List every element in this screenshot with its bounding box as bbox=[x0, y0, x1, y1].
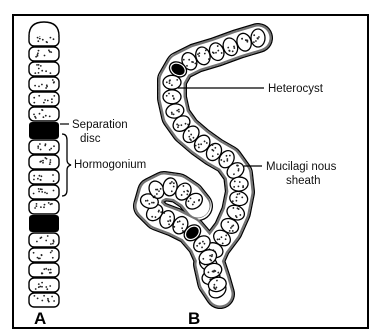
hormogonium-brace bbox=[62, 134, 71, 196]
filament-cell bbox=[29, 248, 59, 262]
filament-b bbox=[139, 29, 265, 301]
filament-cell bbox=[29, 278, 59, 292]
filament-cell bbox=[29, 92, 59, 106]
filament-cell bbox=[29, 77, 59, 91]
filament-cell bbox=[29, 155, 59, 169]
filament-cell bbox=[29, 185, 59, 199]
separation-disc bbox=[29, 215, 59, 232]
mucilage-label: Mucilagi nous bbox=[266, 161, 337, 173]
filament-cell bbox=[29, 47, 59, 61]
filament-cell bbox=[163, 90, 181, 104]
hormogonium-label: Hormogonium bbox=[74, 159, 146, 171]
panel-a-label: A bbox=[34, 309, 46, 328]
filament-cell bbox=[29, 170, 59, 184]
separation-disc bbox=[29, 122, 59, 139]
filament-cell bbox=[29, 140, 59, 154]
heterocyst-label: Heterocyst bbox=[268, 83, 324, 95]
filament-cell bbox=[163, 75, 181, 89]
separation-disc-label: Separation bbox=[72, 119, 128, 131]
separation-disc-label-2: disc bbox=[80, 133, 101, 145]
mucilage-label-2: sheath bbox=[286, 175, 321, 187]
filament-cell bbox=[29, 233, 59, 247]
panel-b-label: B bbox=[188, 309, 200, 328]
filament-a bbox=[29, 22, 59, 307]
filament-cell bbox=[29, 62, 59, 76]
